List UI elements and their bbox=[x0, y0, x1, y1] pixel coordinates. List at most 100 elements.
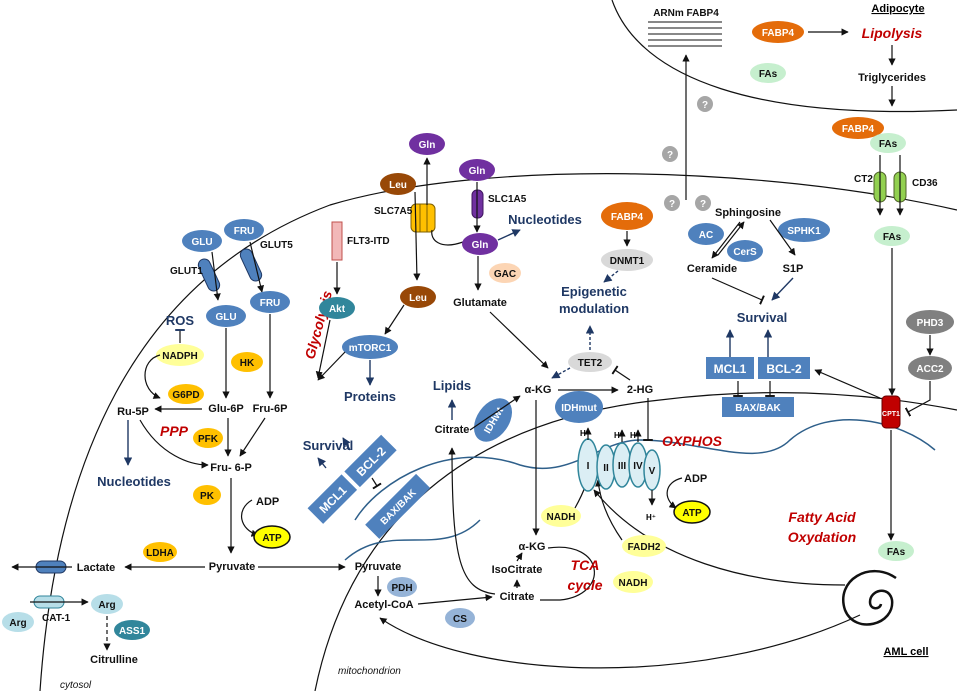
gln-top-label: Gln bbox=[419, 140, 436, 151]
fru-extracellular-label: FRU bbox=[234, 226, 255, 237]
gln-right bbox=[459, 159, 495, 181]
citrulline-label: Citrulline bbox=[90, 654, 138, 666]
svg-text:?: ? bbox=[667, 150, 673, 161]
akg-cyto-label: α-KG bbox=[525, 384, 552, 396]
akg-mito-label: α-KG bbox=[519, 541, 546, 553]
bcl2-left bbox=[344, 434, 397, 488]
nucleotides-gln-label: Nucleotides bbox=[508, 212, 582, 227]
arg-extracellular-label: Arg bbox=[9, 618, 26, 629]
ct2-cd36-transporters: CT2 CD36 bbox=[854, 155, 938, 216]
fas-adipocyte-label: FAs bbox=[759, 69, 778, 80]
fas-adipocyte bbox=[750, 63, 786, 83]
pk-label: PK bbox=[200, 491, 215, 502]
cat1-label: CAT-1 bbox=[42, 613, 71, 624]
glut5-transporter bbox=[239, 248, 263, 282]
atp-glycolysis bbox=[253, 525, 291, 549]
isocitrate-label: IsoCitrate bbox=[492, 564, 543, 576]
idhmut-enzyme bbox=[555, 391, 603, 423]
g6pd-label: G6PD bbox=[172, 390, 199, 401]
gac-enzyme bbox=[489, 263, 521, 283]
svg-text:H⁺: H⁺ bbox=[646, 513, 656, 522]
fabp4-adipocyte-secreted-label: FABP4 bbox=[842, 124, 875, 135]
glu-extracellular-label: GLU bbox=[191, 237, 212, 248]
slc1a5-label: SLC1A5 bbox=[488, 194, 527, 205]
flt3-itd-receptor bbox=[331, 221, 343, 261]
oxphos-label: OXPHOS bbox=[662, 433, 723, 449]
acetyl-coa-label: Acetyl-CoA bbox=[354, 599, 413, 611]
arg-intracellular-label: Arg bbox=[98, 600, 115, 611]
arg-intracellular bbox=[91, 594, 123, 614]
etc-complexes: I II III IV V H⁺ H⁺ H⁺ H⁺ bbox=[577, 427, 661, 522]
sphk1-label: SPHK1 bbox=[787, 226, 821, 237]
pyruvate-cyto-label: Pyruvate bbox=[209, 561, 255, 573]
ldha-enzyme bbox=[143, 542, 177, 562]
sphk1-enzyme bbox=[778, 218, 830, 242]
fabp4-adipocyte bbox=[752, 21, 804, 43]
pdh-label: PDH bbox=[391, 583, 412, 594]
cpt1-transporter bbox=[881, 395, 901, 429]
flt3-itd-label: FLT3-ITD bbox=[347, 236, 390, 247]
nadph-label: NADPH bbox=[162, 351, 198, 362]
cers-enzyme bbox=[727, 240, 763, 262]
fru6p-b-label: Fru- 6-P bbox=[210, 462, 252, 474]
sphingosine-label: Sphingosine bbox=[715, 207, 781, 219]
gln-right-label: Gln bbox=[469, 166, 486, 177]
pk-enzyme bbox=[193, 485, 221, 505]
ass1-label: ASS1 bbox=[119, 626, 146, 637]
dnmt1-node bbox=[601, 249, 653, 271]
ass1-enzyme bbox=[114, 620, 150, 640]
atp-glycolysis-label: ATP bbox=[262, 533, 282, 544]
survival-right-label: Survival bbox=[737, 310, 788, 325]
citrate-mito-label: Citrate bbox=[500, 591, 535, 603]
bax-bak-left bbox=[365, 473, 431, 539]
phd3-node bbox=[906, 310, 954, 334]
ppp-label: PPP bbox=[160, 423, 189, 439]
acc2-label: ACC2 bbox=[916, 364, 944, 375]
slc7a5-label: SLC7A5 bbox=[374, 206, 413, 217]
idhwt-enzyme bbox=[473, 398, 513, 442]
gln-intracellular-label: Gln bbox=[472, 240, 489, 251]
fabp4-center-label: FABP4 bbox=[611, 212, 644, 223]
fru6p-label: Fru-6P bbox=[253, 403, 288, 415]
glut5-label: GLUT5 bbox=[260, 240, 293, 251]
2hg-label: 2-HG bbox=[627, 384, 653, 396]
question-markers: ? ? ? ? bbox=[662, 96, 713, 211]
mtorc1-label: mTORC1 bbox=[349, 343, 392, 354]
cpt1-label: CPT1 bbox=[882, 411, 900, 418]
tca-label-2: cycle bbox=[567, 577, 602, 593]
bax-bak-right bbox=[722, 397, 794, 417]
nadh-tca-1 bbox=[541, 505, 581, 527]
fadh2-node bbox=[622, 535, 666, 557]
mcl1-right bbox=[706, 357, 754, 379]
gln-top bbox=[409, 133, 445, 155]
adp-glyc-label: ADP bbox=[256, 496, 279, 508]
glut1-label: GLUT1 bbox=[170, 266, 203, 277]
lipids-label: Lipids bbox=[433, 378, 471, 393]
fas-adipocyte-secreted-label: FAs bbox=[879, 139, 898, 150]
nadh-tca-2 bbox=[613, 571, 653, 593]
svg-text:?: ? bbox=[700, 199, 706, 210]
svg-text:II: II bbox=[603, 463, 609, 474]
nadh-tca-1-label: NADH bbox=[547, 512, 576, 523]
mcl1-left bbox=[307, 474, 358, 524]
ldha-label: LDHA bbox=[146, 548, 174, 559]
ru5p-label: Ru-5P bbox=[117, 406, 149, 418]
aml-cell-label: AML cell bbox=[883, 646, 928, 658]
arg-extracellular bbox=[2, 612, 34, 632]
lactate-label: Lactate bbox=[77, 562, 116, 574]
nadph-node bbox=[156, 344, 204, 366]
aml-cell-membrane bbox=[39, 173, 957, 691]
bax-bak-right-label: BAX/BAK bbox=[735, 403, 781, 414]
fru-intracellular-label: FRU bbox=[260, 298, 281, 309]
mcl1-right-label: MCL1 bbox=[714, 362, 747, 376]
cers-label: CerS bbox=[733, 247, 757, 258]
fatty-acid-oxidation-spiral bbox=[842, 569, 897, 626]
hk-enzyme bbox=[231, 352, 263, 372]
nadh-tca-2-label: NADH bbox=[619, 578, 648, 589]
adipocyte-label: Adipocyte bbox=[871, 3, 924, 15]
pyruvate-mito-label: Pyruvate bbox=[355, 561, 401, 573]
acc2-node bbox=[908, 356, 952, 380]
g6pd-enzyme bbox=[168, 384, 204, 404]
tca-label-1: TCA bbox=[571, 557, 600, 573]
